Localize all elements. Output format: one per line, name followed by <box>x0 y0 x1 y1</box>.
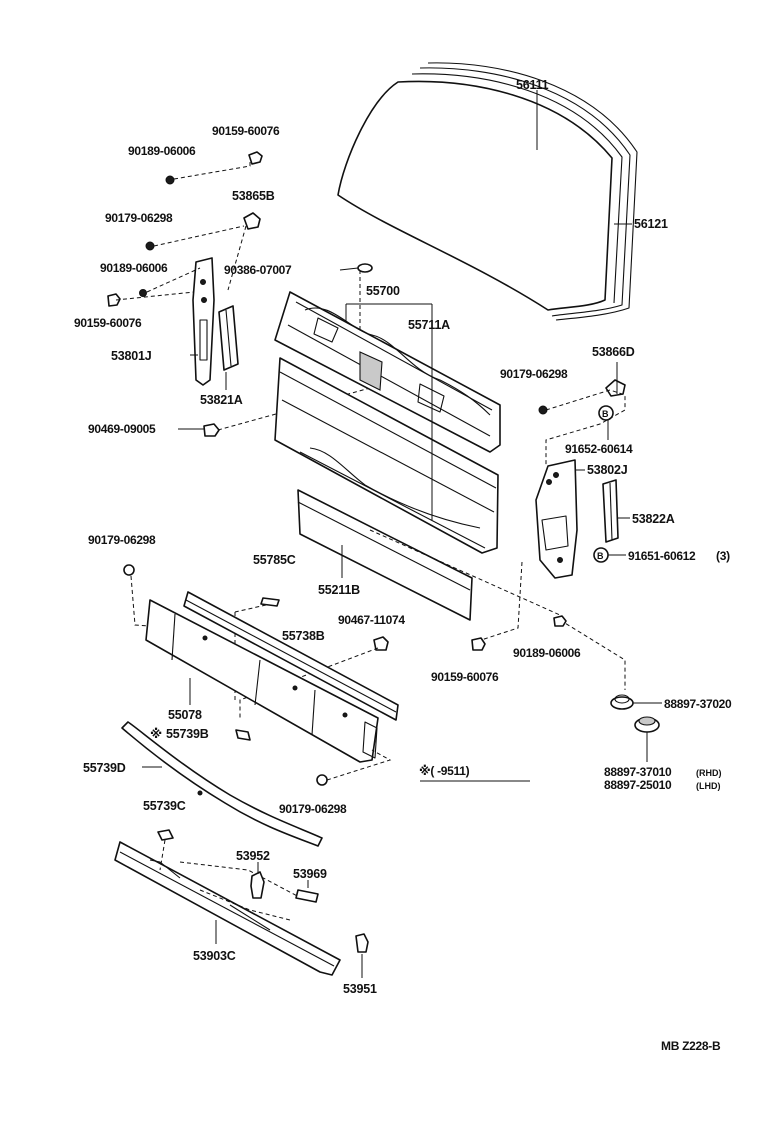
label-91651-60612[interactable]: 91651-60612 <box>628 549 696 563</box>
label-88897-37010[interactable]: 88897-37010 <box>604 765 672 779</box>
clip-90469-09005[interactable] <box>203 423 220 437</box>
label-56111[interactable]: 56111 <box>516 78 549 92</box>
panel-55700[interactable] <box>274 291 501 453</box>
nut-90179-06298-a[interactable] <box>145 241 155 251</box>
windshield-moulding[interactable] <box>411 62 638 321</box>
label-56121[interactable]: 56121 <box>634 217 668 231</box>
label-55700[interactable]: 55700 <box>366 284 400 298</box>
nut-90189-06006-b[interactable] <box>553 615 567 627</box>
label-55739d[interactable]: 55739D <box>83 761 126 775</box>
label-90159-60076-b[interactable]: 90159-60076 <box>431 670 499 684</box>
seal-53821a[interactable] <box>218 305 239 371</box>
label-55711a[interactable]: 55711A <box>408 318 450 332</box>
bolt-90159-60076-top[interactable] <box>248 151 263 165</box>
label-55739c[interactable]: 55739C <box>143 799 186 813</box>
bracket-53801j[interactable] <box>192 257 215 386</box>
label-90469-09005[interactable]: 90469-09005 <box>88 422 156 436</box>
label-90467-11074[interactable]: 90467-11074 <box>338 613 406 627</box>
bolt-90159-60076-low[interactable] <box>107 293 121 307</box>
clip-55739c[interactable] <box>157 829 174 841</box>
label-53865b[interactable]: 53865B <box>232 189 275 203</box>
label-90179-06298-c[interactable]: 90179-06298 <box>88 533 156 547</box>
label-90179-06298-b[interactable]: 90179-06298 <box>500 367 568 381</box>
label-90189-06006-b[interactable]: 90189-06006 <box>513 646 581 660</box>
label-55739b[interactable]: 55739B <box>166 727 209 741</box>
clip-53865b[interactable] <box>243 212 261 230</box>
label-90179-06298-d[interactable]: 90179-06298 <box>279 802 347 816</box>
clip-55785c[interactable] <box>260 597 280 607</box>
label-53822a[interactable]: 53822A <box>632 512 675 526</box>
part-labels: 56111 56121 90159-60076 90189-06006 5386… <box>74 78 732 1053</box>
illustration-code: MB Z228-B <box>661 1039 721 1053</box>
screw-marker-b-bottom: B <box>597 551 604 561</box>
label-53903c[interactable]: 53903C <box>193 949 236 963</box>
label-53866d[interactable]: 53866D <box>592 345 635 359</box>
nut-90179-06298-d[interactable] <box>316 774 328 786</box>
label-90159-60076-low[interactable]: 90159-60076 <box>74 316 142 330</box>
label-53952[interactable]: 53952 <box>236 849 270 863</box>
nut-90179-06298-b[interactable] <box>538 405 548 415</box>
clip-55739b[interactable] <box>235 729 251 741</box>
nut-90189-06006-top[interactable] <box>165 175 175 185</box>
label-55785c[interactable]: 55785C <box>253 553 296 567</box>
bolt-90159-60076-b[interactable] <box>471 637 486 651</box>
nut-90179-06298-c[interactable] <box>123 564 135 576</box>
label-88897-25010[interactable]: 88897-25010 <box>604 778 672 792</box>
panel-55711a[interactable] <box>274 357 499 554</box>
nut-90189-06006-mid[interactable] <box>139 289 147 297</box>
label-88897-37010-note: (RHD) <box>696 768 722 778</box>
seal-53822a[interactable] <box>602 479 619 543</box>
label-90179-06298-a[interactable]: 90179-06298 <box>105 211 173 225</box>
label-91651-qty: (3) <box>716 549 730 563</box>
label-53951[interactable]: 53951 <box>343 982 377 996</box>
panel-55738b[interactable] <box>183 591 399 721</box>
label-53801j[interactable]: 53801J <box>111 349 152 363</box>
label-90386-07007[interactable]: 90386-07007 <box>224 263 292 277</box>
clip-53866d[interactable] <box>605 379 626 397</box>
windshield-glass[interactable] <box>337 80 613 311</box>
screw-91652-60614[interactable] <box>598 405 614 421</box>
label-53969[interactable]: 53969 <box>293 867 327 881</box>
plug-88897-37010[interactable] <box>634 716 660 733</box>
applicability-note: ※( -9511) <box>419 764 470 778</box>
label-55738b[interactable]: 55738B <box>282 629 325 643</box>
panel-55211b[interactable] <box>297 489 473 621</box>
label-55211b[interactable]: 55211B <box>318 583 360 597</box>
label-90189-06006-top[interactable]: 90189-06006 <box>128 144 196 158</box>
clip-53951[interactable] <box>355 933 369 953</box>
panel-53903c[interactable] <box>114 841 341 976</box>
label-91652-60614[interactable]: 91652-60614 <box>565 442 633 456</box>
label-53821a[interactable]: 53821A <box>200 393 243 407</box>
label-53802j[interactable]: 53802J <box>587 463 628 477</box>
bracket-53802j[interactable] <box>535 459 578 579</box>
label-88897-37020[interactable]: 88897-37020 <box>664 697 732 711</box>
screw-marker-b-top: B <box>602 409 609 419</box>
label-90159-60076-top[interactable]: 90159-60076 <box>212 124 280 138</box>
clip-53952[interactable] <box>250 871 265 899</box>
label-90189-06006-mid[interactable]: 90189-06006 <box>100 261 168 275</box>
clip-53969[interactable] <box>295 889 319 903</box>
plug-88897-37020[interactable] <box>610 694 634 710</box>
panel-55078[interactable] <box>145 599 379 763</box>
label-88897-25010-note: (LHD) <box>696 781 721 791</box>
strip-55739d[interactable] <box>121 721 323 847</box>
label-55078[interactable]: 55078 <box>168 708 202 722</box>
star-mark-55739b: ※ <box>150 727 162 741</box>
clip-90467-11074[interactable] <box>373 636 389 651</box>
